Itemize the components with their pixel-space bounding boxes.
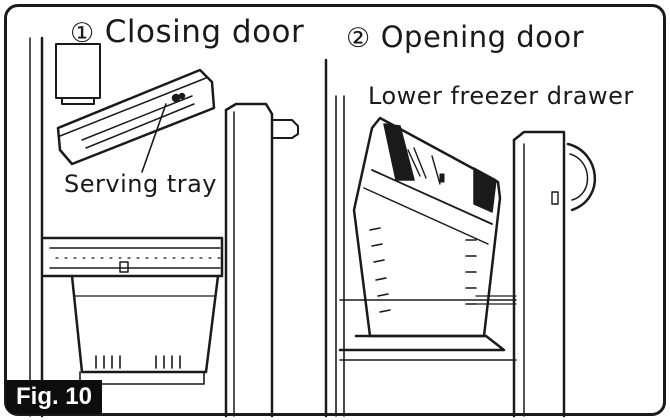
step1-heading: ① Closing door <box>70 14 304 50</box>
figure-border <box>4 4 666 416</box>
step2-text: Opening door <box>380 20 585 54</box>
step1-text: Closing door <box>104 14 305 50</box>
lower-freezer-drawer <box>338 116 506 352</box>
step2-number: ② <box>346 23 371 54</box>
hinge-bracket <box>55 43 101 99</box>
step2-heading: ② Opening door <box>346 20 584 54</box>
closing-door-panel <box>224 102 299 418</box>
closing-drawer <box>42 236 224 385</box>
step1-number: ① <box>70 18 95 49</box>
serving-tray <box>56 68 216 166</box>
opening-door-panel <box>512 130 597 418</box>
tray-leader-line <box>141 103 167 173</box>
opening-door-scene <box>335 95 597 418</box>
figure-tag: Fig. 10 <box>6 380 102 414</box>
drawer-label: Lower freezer drawer <box>368 82 634 110</box>
closing-door-scene <box>29 36 299 418</box>
tray-label: Serving tray <box>64 170 217 198</box>
